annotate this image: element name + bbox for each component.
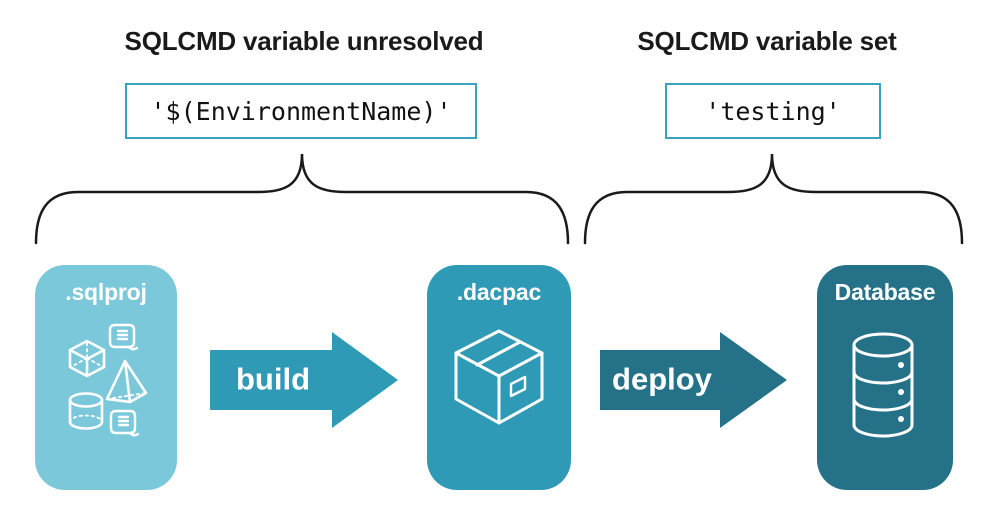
- build-arrow: build: [210, 332, 400, 428]
- unresolved-variable-title: SQLCMD variable unresolved: [124, 26, 484, 56]
- package-icon: [454, 329, 544, 425]
- deploy-arrow: deploy: [600, 332, 790, 428]
- database-icon: [852, 332, 914, 438]
- stage-card-sqlproj: .sqlproj: [35, 265, 177, 490]
- cube-icon: [68, 339, 106, 378]
- build-arrow-shape: [210, 332, 398, 428]
- cylinder-icon: [68, 392, 104, 430]
- database-label: Database: [834, 279, 936, 305]
- sql-objects-icon: [68, 323, 148, 437]
- set-variable-value: 'testing': [705, 96, 841, 126]
- dacpac-label: .dacpac: [456, 279, 542, 305]
- pyramid-icon: [105, 359, 148, 404]
- sqlproj-label: .sqlproj: [65, 279, 147, 305]
- build-arrow-label: build: [235, 361, 311, 397]
- deploy-arrow-label: deploy: [612, 361, 712, 397]
- deploy-arrow-shape: [600, 332, 787, 428]
- stage-card-database: Database: [817, 265, 953, 490]
- set-variable-code-box: 'testing': [665, 83, 881, 139]
- stage-card-dacpac: .dacpac: [427, 265, 571, 490]
- unresolved-variable-code-box: '$(EnvironmentName)': [125, 83, 477, 139]
- script-scroll-icon: [109, 409, 140, 437]
- set-variable-title: SQLCMD variable set: [637, 26, 897, 56]
- right-brace: [583, 153, 964, 245]
- left-brace: [34, 153, 570, 245]
- unresolved-variable-value: '$(EnvironmentName)': [150, 96, 452, 126]
- script-scroll-icon: [108, 323, 139, 351]
